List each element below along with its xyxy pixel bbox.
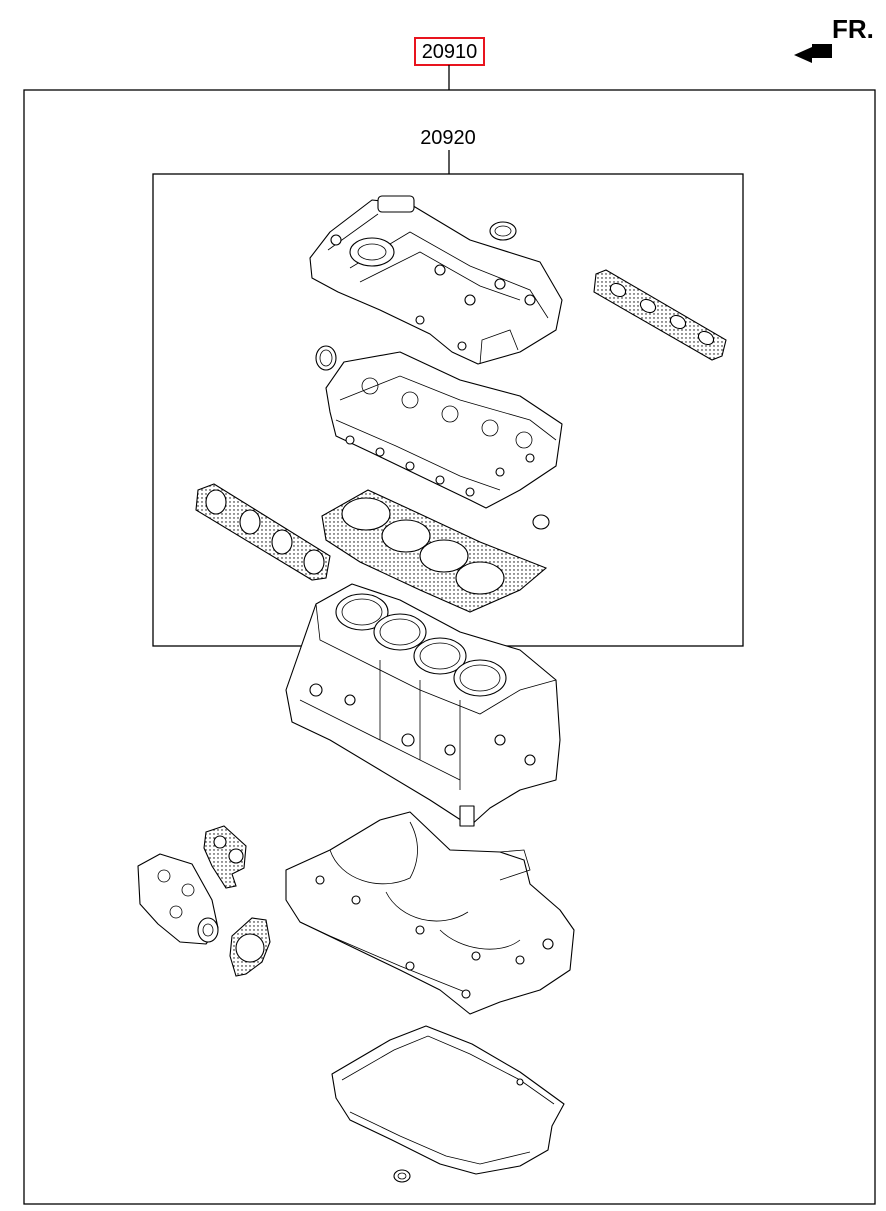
front-marker-label: FR. xyxy=(832,14,874,44)
camshaft-seal xyxy=(532,514,550,530)
lower-crankcase xyxy=(285,811,575,1015)
part-number-20920[interactable]: 20920 xyxy=(420,127,476,149)
cylinder-head xyxy=(325,351,563,509)
outer-kit-frame xyxy=(23,89,876,1205)
valve-cover xyxy=(309,195,563,365)
thermostat-gasket xyxy=(203,825,247,889)
spark-plug-seal xyxy=(315,345,337,371)
intake-manifold-gasket xyxy=(195,483,331,581)
oil-cap-seal xyxy=(489,221,517,241)
callout-20910[interactable]: 20910 xyxy=(414,37,485,66)
part-number-20910[interactable]: 20910 xyxy=(422,41,478,63)
front-marker: FR. xyxy=(794,14,874,63)
water-pump-gasket xyxy=(229,917,271,977)
arrow-left-icon xyxy=(794,44,832,63)
exhaust-manifold-gasket xyxy=(593,269,727,361)
water-pump xyxy=(137,853,219,945)
drain-plug-gasket xyxy=(393,1169,411,1183)
oil-pan xyxy=(331,1025,565,1175)
cylinder-head-gasket xyxy=(321,489,548,613)
engine-block xyxy=(285,583,561,827)
